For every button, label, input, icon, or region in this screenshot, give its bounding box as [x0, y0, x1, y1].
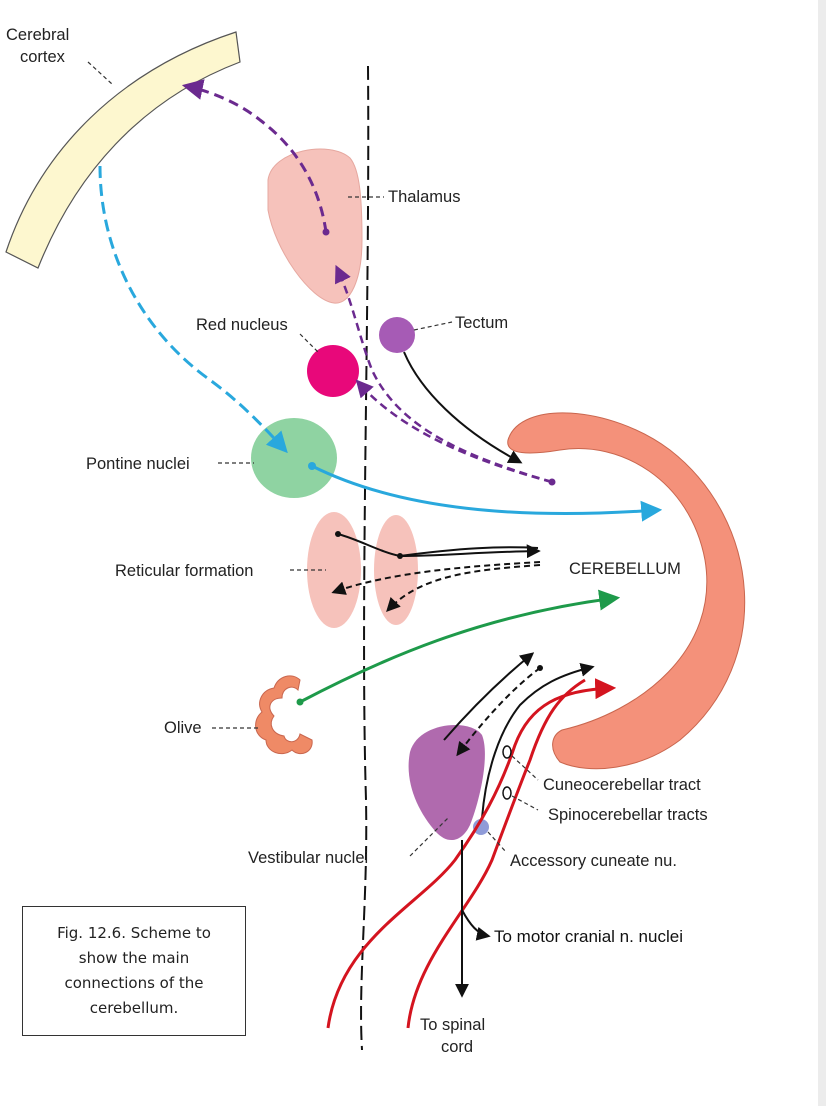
- reticulocerebellar-path-2: [399, 546, 539, 557]
- label-accessory-cuneate: Accessory cuneate nu.: [510, 852, 677, 870]
- reticular-origin-right: [397, 553, 403, 559]
- label-red-nucleus: Red nucleus: [196, 316, 288, 334]
- tectocerebellar-path: [403, 351, 523, 464]
- label-cerebellum: CEREBELLUM: [569, 560, 681, 578]
- reticulocerebellar-path-1: [337, 533, 541, 559]
- cerebellorubral-path: [355, 379, 553, 484]
- reticular-lobe-left: [307, 512, 361, 628]
- leader-tectum: [413, 321, 453, 331]
- cerebelloreticular-path-2: [386, 564, 541, 613]
- label-cerebral-cortex-1: Cerebral: [6, 26, 69, 44]
- pontocerebellar-origin: [308, 462, 316, 470]
- vestibulocerebellar-path: [443, 652, 535, 741]
- caption-line-3: connections of the: [64, 974, 204, 992]
- figure-caption: Fig. 12.6. Scheme to show the main conne…: [22, 906, 246, 1036]
- thalamus-shape: [267, 148, 363, 304]
- label-pontine-nuclei: Pontine nuclei: [86, 455, 190, 473]
- leader-vestibular: [409, 817, 449, 857]
- label-cuneocerebellar: Cuneocerebellar tract: [543, 776, 701, 794]
- thalamocortical-origin: [322, 228, 330, 236]
- label-olive: Olive: [164, 719, 202, 737]
- label-spinocerebellar: Spinocerebellar tracts: [548, 806, 708, 824]
- thalamocortical-path: [181, 79, 328, 233]
- olive-shape: [255, 675, 313, 755]
- red-nucleus-shape: [307, 345, 359, 397]
- tectum-shape: [379, 317, 415, 353]
- cerebellovestibular-path: [456, 667, 541, 757]
- caption-line-4: cerebellum.: [89, 999, 179, 1017]
- label-vestibular-nuclei: Vestibular nuclei: [248, 849, 368, 867]
- page-edge-strip: [818, 0, 826, 1106]
- spinocerebellar-marker: [502, 786, 512, 800]
- label-to-spinal-1: To spinal: [420, 1016, 485, 1034]
- leader-cuneocerebellar: [511, 755, 539, 781]
- pontine-nuclei-shape: [251, 418, 337, 498]
- midline: [360, 65, 370, 1051]
- cerebellum-shape: [507, 412, 746, 770]
- caption-line-2: show the main: [78, 949, 190, 967]
- label-cerebral-cortex-2: cortex: [20, 48, 66, 66]
- leader-red-nucleus: [299, 333, 319, 353]
- vestibular-nuclei-shape: [408, 724, 485, 841]
- label-reticular-formation: Reticular formation: [115, 562, 253, 580]
- accessory-cuneate-shape: [473, 819, 489, 835]
- cuneocerebellar-marker: [502, 745, 512, 759]
- to-motor-nuclei-path: [461, 909, 491, 941]
- spinocerebellar-tract-2: [406, 678, 586, 1029]
- label-to-spinal-2: cord: [441, 1038, 473, 1056]
- olivocerebellar-path: [299, 589, 621, 704]
- cerebellovestibular-origin: [537, 665, 543, 671]
- corticopontine-path: [98, 165, 288, 454]
- cuneocerebellar-path: [481, 662, 595, 819]
- cerebellothalamic-path: [335, 264, 553, 484]
- caption-line-1: Fig. 12.6. Scheme to: [57, 924, 211, 942]
- reticular-lobe-right: [374, 515, 418, 625]
- pontocerebellar-path: [311, 464, 663, 522]
- cerebral-cortex-shape: [5, 31, 241, 269]
- leader-cerebral-cortex: [87, 61, 113, 85]
- leader-accessory: [487, 831, 507, 853]
- label-tectum: Tectum: [455, 314, 508, 332]
- label-thalamus: Thalamus: [388, 188, 460, 206]
- label-to-motor-nuclei: To motor cranial n. nuclei: [494, 927, 683, 946]
- reticular-origin-left: [335, 531, 341, 537]
- spinocerebellar-tract-1: [326, 678, 617, 1029]
- olive-origin: [296, 698, 304, 706]
- leader-spinocerebellar: [511, 795, 539, 811]
